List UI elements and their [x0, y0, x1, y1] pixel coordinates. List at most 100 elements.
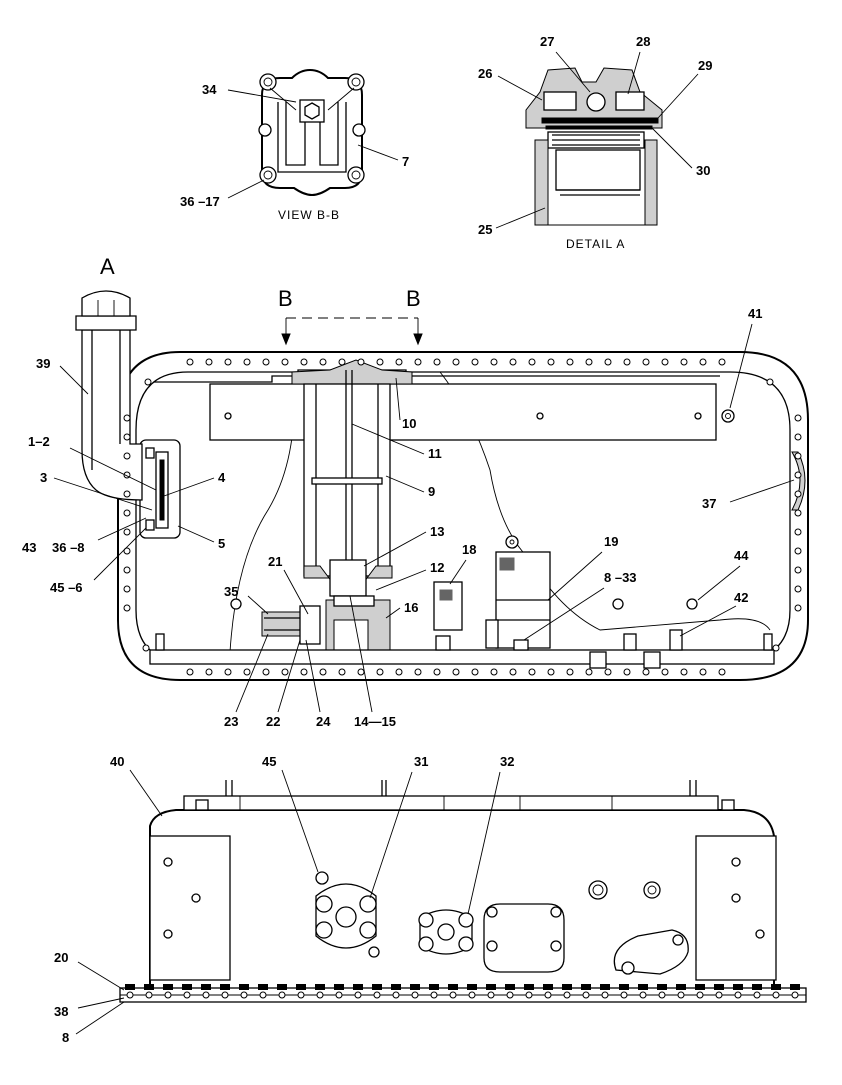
bolt-head: [543, 984, 553, 990]
bolt-hole: [123, 547, 131, 555]
bolt-hole: [601, 991, 609, 999]
bolt-hole: [680, 358, 688, 366]
bolt-hole: [620, 991, 628, 999]
callout-19: 19: [604, 534, 618, 549]
bolt-hole: [243, 668, 251, 676]
bolt-hole: [319, 358, 327, 366]
bolt-head: [391, 984, 401, 990]
bolt-hole: [623, 358, 631, 366]
callout-13: 13: [430, 524, 444, 539]
bolt-head: [600, 984, 610, 990]
bolt-hole: [123, 490, 131, 498]
bolt-hole: [794, 585, 802, 593]
bolt-hole: [449, 991, 457, 999]
bolt-hole: [490, 668, 498, 676]
bolt-hole: [471, 668, 479, 676]
bolt-hole: [319, 668, 327, 676]
bolt-hole: [794, 414, 802, 422]
bolt-hole: [734, 991, 742, 999]
bolt-hole: [262, 358, 270, 366]
bolt-hole: [452, 358, 460, 366]
tank-bottom-view: [119, 780, 807, 1003]
bolt-head: [771, 984, 781, 990]
bolt-head: [752, 984, 762, 990]
bolt-hole: [123, 585, 131, 593]
bolt-hole: [566, 358, 574, 366]
callout-36-17: 36 –17: [180, 194, 220, 209]
view-b-b-drawing: [258, 68, 366, 197]
callout-8-bottom: 8: [62, 1030, 69, 1045]
bolt-hole: [661, 358, 669, 366]
bolt-hole: [642, 358, 650, 366]
bolt-head: [562, 984, 572, 990]
bolt-hole: [300, 668, 308, 676]
bolt-hole: [544, 991, 552, 999]
bolt-hole: [281, 358, 289, 366]
bolt-hole: [123, 414, 131, 422]
bolt-head: [201, 984, 211, 990]
bolt-hole: [202, 991, 210, 999]
bolt-hole: [357, 668, 365, 676]
bolt-hole: [338, 358, 346, 366]
bolt-head: [258, 984, 268, 990]
bolt-hole: [471, 358, 479, 366]
bolt-hole: [123, 433, 131, 441]
bolt-head: [714, 984, 724, 990]
bolt-hole: [395, 358, 403, 366]
bolt-hole: [164, 991, 172, 999]
bolt-head: [448, 984, 458, 990]
callout-26: 26: [478, 66, 492, 81]
bolt-hole: [411, 991, 419, 999]
bolt-hole: [259, 991, 267, 999]
bolt-hole: [335, 991, 343, 999]
bolt-hole: [642, 668, 650, 676]
callout-29: 29: [698, 58, 712, 73]
bolt-hole: [506, 991, 514, 999]
bolt-hole: [224, 668, 232, 676]
bolt-head: [220, 984, 230, 990]
bolt-head: [182, 984, 192, 990]
callout-5: 5: [218, 536, 225, 551]
callout-42: 42: [734, 590, 748, 605]
bolt-hole: [376, 358, 384, 366]
bolt-hole: [487, 991, 495, 999]
bolt-hole: [582, 991, 590, 999]
section-marker-left: B: [278, 286, 293, 311]
callout-11: 11: [428, 446, 442, 461]
bolt-hole: [123, 452, 131, 460]
bolt-hole: [547, 668, 555, 676]
bolt-head: [486, 984, 496, 990]
bolt-hole: [221, 991, 229, 999]
bolt-head: [657, 984, 667, 990]
bolt-head: [239, 984, 249, 990]
bolt-head: [505, 984, 515, 990]
callout-9: 9: [428, 484, 435, 499]
callout-41: 41: [748, 306, 762, 321]
callout-18: 18: [462, 542, 476, 557]
bolt-head: [467, 984, 477, 990]
callout-37: 37: [702, 496, 716, 511]
bolt-head: [676, 984, 686, 990]
callout-3: 3: [40, 470, 47, 485]
callout-22: 22: [266, 714, 280, 729]
bolt-hole: [566, 668, 574, 676]
bolt-hole: [699, 668, 707, 676]
bolt-hole: [509, 358, 517, 366]
callout-14-15: 14—15: [354, 714, 396, 729]
bolt-hole: [243, 358, 251, 366]
callout-21: 21: [268, 554, 282, 569]
callout-45-bottom: 45: [262, 754, 276, 769]
bolt-hole: [791, 991, 799, 999]
bolt-hole: [794, 471, 802, 479]
bolt-hole: [772, 644, 780, 652]
bolt-hole: [144, 378, 152, 386]
bolt-hole: [766, 378, 774, 386]
callout-1-2: 1–2: [28, 434, 50, 449]
bolt-head: [581, 984, 591, 990]
bolt-hole: [585, 358, 593, 366]
bolt-hole: [639, 991, 647, 999]
bolt-head: [429, 984, 439, 990]
callout-20: 20: [54, 950, 68, 965]
bottom-rail-bolts: [125, 984, 800, 999]
